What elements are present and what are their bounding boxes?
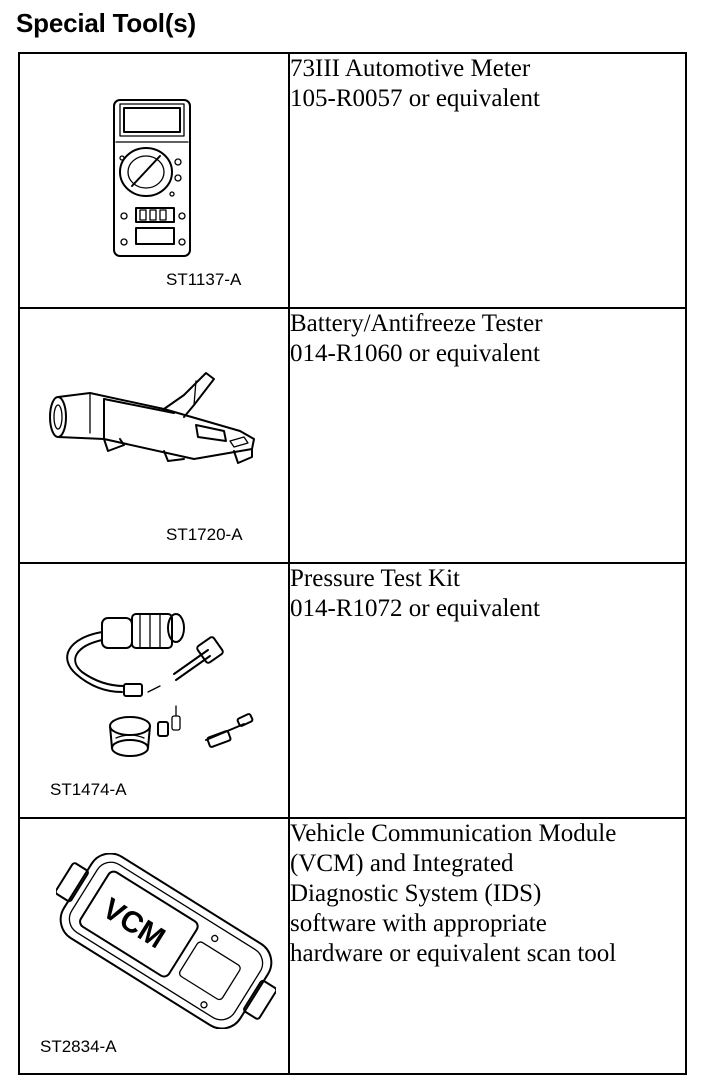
tool-name: software with appropriate <box>290 910 547 937</box>
table-row: ST1474-A Pressure Test Kit 014-R1072 or … <box>18 562 687 819</box>
table-row: ST1720-A Battery/Antifreeze Tester 014-R… <box>18 307 687 564</box>
section-heading: Special Tool(s) <box>16 8 196 38</box>
tool-part-number: 105-R0057 or equivalent <box>290 85 540 112</box>
table-row: ST1137-A 73III Automotive Meter 105-R005… <box>18 52 687 309</box>
tool-code: ST1137-A <box>166 270 242 289</box>
tool-description: Battery/Antifreeze Tester 014-R1060 or e… <box>288 307 687 564</box>
tool-code: ST1720-A <box>166 525 243 544</box>
tool-code: ST2834-A <box>40 1037 117 1056</box>
vcm-device-label: VCM <box>97 892 171 955</box>
tool-name: Battery/Antifreeze Tester <box>290 310 543 337</box>
tool-name: Diagnostic System (IDS) <box>290 880 542 907</box>
tool-name: Pressure Test Kit <box>290 565 460 592</box>
tool-illustration-cell: VCM ST2834-A <box>18 817 290 1075</box>
tool-part-number: 014-R1072 or equivalent <box>290 595 540 622</box>
multimeter-icon <box>110 96 196 262</box>
tool-illustration-cell: ST1137-A <box>18 52 290 309</box>
tool-code: ST1474-A <box>50 780 127 799</box>
tool-description: 73III Automotive Meter 105-R0057 or equi… <box>288 52 687 309</box>
special-tools-table: ST1137-A 73III Automotive Meter 105-R005… <box>18 52 687 1075</box>
tool-name: 73III Automotive Meter <box>290 55 531 82</box>
tool-name: (VCM) and Integrated <box>290 850 514 877</box>
pressure-test-kit-icon <box>48 588 258 768</box>
tool-part-number: 014-R1060 or equivalent <box>290 340 540 367</box>
tool-description: Pressure Test Kit 014-R1072 or equivalen… <box>288 562 687 819</box>
vcm-module-icon: VCM <box>56 853 276 1029</box>
battery-antifreeze-tester-icon <box>44 369 260 469</box>
tool-name: Vehicle Communication Module <box>290 820 617 847</box>
tool-illustration-cell: ST1720-A <box>18 307 290 564</box>
tool-illustration-cell: ST1474-A <box>18 562 290 819</box>
tool-description: Vehicle Communication Module (VCM) and I… <box>288 817 687 1075</box>
tool-name: hardware or equivalent scan tool <box>290 940 617 967</box>
table-row: VCM ST2834-A Vehicle Communication Modul… <box>18 817 687 1075</box>
